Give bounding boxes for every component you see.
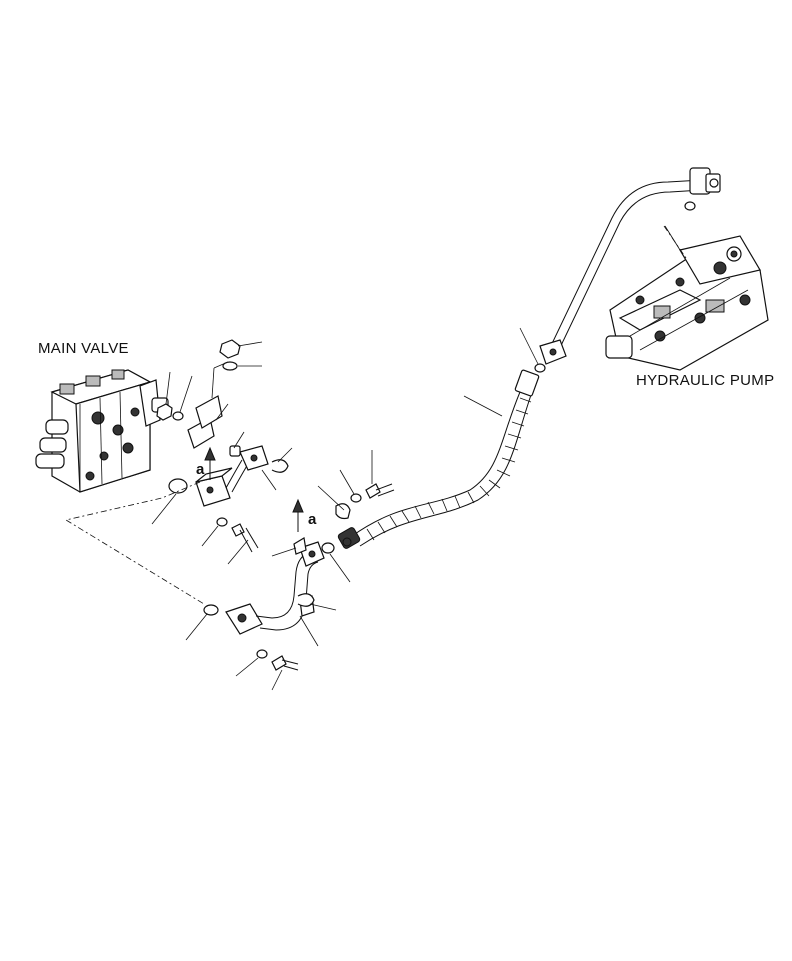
section-mark-left: a	[196, 461, 205, 478]
lower-valve-tube	[225, 541, 325, 635]
main-valve-drawing	[35, 369, 169, 493]
clamp-bracket	[187, 361, 315, 607]
section-arrows: a a	[196, 446, 317, 532]
spiral-wrapped-hose	[337, 369, 540, 549]
main-valve-label: MAIN VALVE	[38, 340, 129, 357]
hydraulic-pump-drawing	[605, 235, 769, 371]
section-mark-center: a	[308, 511, 317, 528]
hydraulic-pump-label: HYDRAULIC PUMP	[636, 372, 775, 389]
hardware	[156, 339, 395, 671]
upper-valve-tube	[195, 445, 269, 507]
upper-steel-tube	[547, 167, 721, 357]
upper-tube-flange	[534, 339, 567, 373]
leader-lines	[64, 225, 687, 691]
